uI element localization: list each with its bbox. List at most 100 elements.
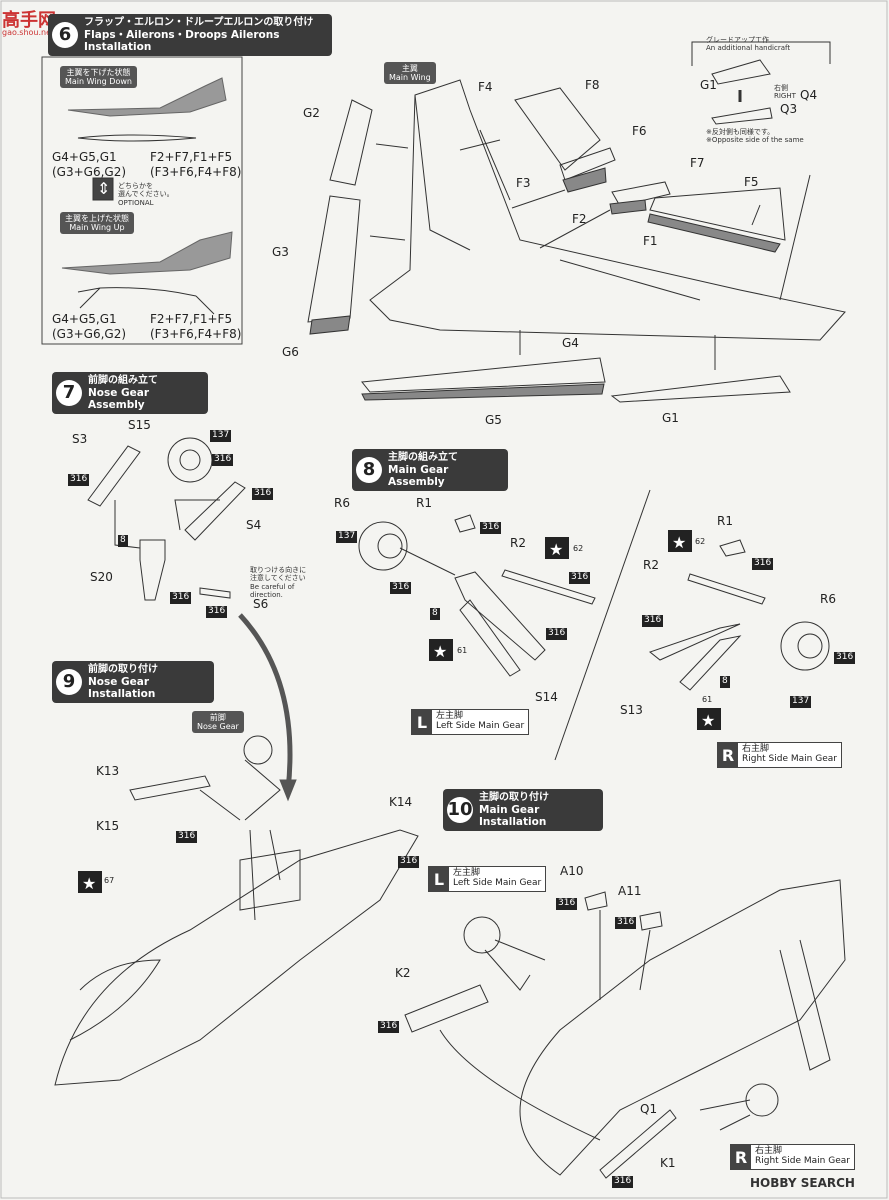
part-label: Q1 [640, 1102, 658, 1116]
paint-code: 316 [834, 652, 856, 664]
part-label: F7 [690, 156, 705, 170]
part-label: G2 [303, 106, 320, 120]
part-label: F6 [632, 124, 647, 138]
wing-down-right-1: F2+F7,F1+F5 [150, 150, 233, 164]
step-8-header: 8 主脚の組み立て Main Gear Assembly [352, 449, 508, 491]
up-down-arrow-icon: ⇕ [97, 179, 110, 198]
part-label: F2 [572, 212, 587, 226]
paint-code: 316 [480, 522, 502, 534]
part-label: F1 [643, 234, 658, 248]
star-icon: ★ [672, 533, 686, 552]
paint-code: 316 [569, 572, 591, 584]
wing-down-left-2: (G3+G6,G2) [52, 165, 127, 179]
part-label: S6 [253, 597, 269, 611]
step-number: 7 [56, 379, 82, 406]
part-label: Q4 [800, 88, 818, 102]
star-icon: ★ [549, 540, 563, 559]
paint-code: 8 [118, 535, 128, 547]
paint-code: 137 [790, 696, 812, 708]
paint-code: 8 [720, 676, 730, 688]
part-label: F4 [478, 80, 493, 94]
step-title-en: Main Gear Installation [479, 803, 547, 828]
paint-code: 316 [642, 615, 664, 627]
watermark-logo: 高手网 [2, 10, 56, 31]
wing-up-right-2: (F3+F6,F4+F8) [150, 327, 242, 341]
paint-code: 316 [252, 488, 274, 500]
star-icon: ★ [701, 711, 715, 730]
paint-code: 316 [612, 1176, 634, 1188]
paint-code: 137 [210, 430, 232, 442]
paint-code: 137 [336, 531, 358, 543]
step-number: 8 [356, 456, 382, 483]
step-7-header: 7 前脚の組み立て Nose Gear Assembly [52, 372, 208, 414]
part-label: A10 [560, 864, 584, 878]
part-label: K1 [660, 1156, 676, 1170]
step-6-header: 6 フラップ・エルロン・ドループエルロンの取り付け Flaps・Ailerons… [48, 14, 332, 56]
star-icon: ★ [82, 874, 96, 893]
part-label: K2 [395, 966, 411, 980]
part-label: S14 [535, 690, 558, 704]
part-label: R1 [416, 496, 432, 510]
star-ref-62: 62 [695, 537, 706, 546]
part-label: S4 [246, 518, 262, 532]
part-label: A11 [618, 884, 642, 898]
part-label: G3 [272, 245, 289, 259]
paint-code: 316 [390, 582, 412, 594]
step-10-header: 10 主脚の取り付け Main Gear Installation [443, 789, 603, 831]
part-label: K13 [96, 764, 120, 778]
step-title-en: Main Gear Assembly [388, 463, 449, 488]
paint-code: 316 [68, 474, 90, 486]
part-label: S13 [620, 703, 643, 717]
part-label: F3 [516, 176, 531, 190]
step-number: 6 [52, 21, 78, 48]
paint-code: 316 [378, 1021, 400, 1033]
step-title-jp: 前脚の組み立て [88, 375, 158, 386]
part-label: S15 [128, 418, 151, 432]
wing-up-left-2: (G3+G6,G2) [52, 327, 127, 341]
part-label: G5 [485, 413, 502, 427]
paint-code: 316 [398, 856, 420, 868]
part-label: G6 [282, 345, 299, 359]
part-label: R2 [510, 536, 526, 550]
star-ref-67: 67 [104, 876, 115, 885]
step-title-en: Nose Gear Installation [88, 675, 156, 700]
wing-up-left-1: G4+G5,G1 [52, 312, 117, 326]
paint-code: 316 [212, 454, 234, 466]
paint-code: 316 [556, 898, 578, 910]
optional-note: どちらかを選んでください。OPTIONAL [118, 182, 174, 207]
step-title-jp: フラップ・エルロン・ドループエルロンの取り付け [84, 17, 314, 28]
wing-up-right-1: F2+F7,F1+F5 [150, 312, 233, 326]
step-number: 10 [447, 796, 473, 823]
step-title-jp: 前脚の取り付け [88, 664, 158, 675]
paint-code: 316 [206, 606, 228, 618]
step-number: 9 [56, 668, 82, 695]
part-label: R6 [820, 592, 836, 606]
step-title-jp: 主脚の組み立て [388, 452, 458, 463]
paint-code: 316 [546, 628, 568, 640]
part-label: S20 [90, 570, 113, 584]
part-label: G1 [662, 411, 679, 425]
opposite-side-note: ※反対側も同様です。※Opposite side of the same [706, 128, 804, 145]
step-9-header: 9 前脚の取り付け Nose Gear Installation [52, 661, 214, 703]
paint-code: 316 [170, 592, 192, 604]
step-title-jp: 主脚の取り付け [479, 792, 549, 803]
star-ref-62: 62 [573, 544, 584, 553]
paint-code: 316 [615, 917, 637, 929]
watermark-hobby-search: HOBBY SEARCH [750, 1176, 855, 1190]
part-label: Q3 [780, 102, 798, 116]
part-label: F5 [744, 175, 759, 189]
watermark-url: gao.shou.net [2, 28, 55, 37]
star-icon: ★ [433, 642, 447, 661]
paint-code: 316 [752, 558, 774, 570]
